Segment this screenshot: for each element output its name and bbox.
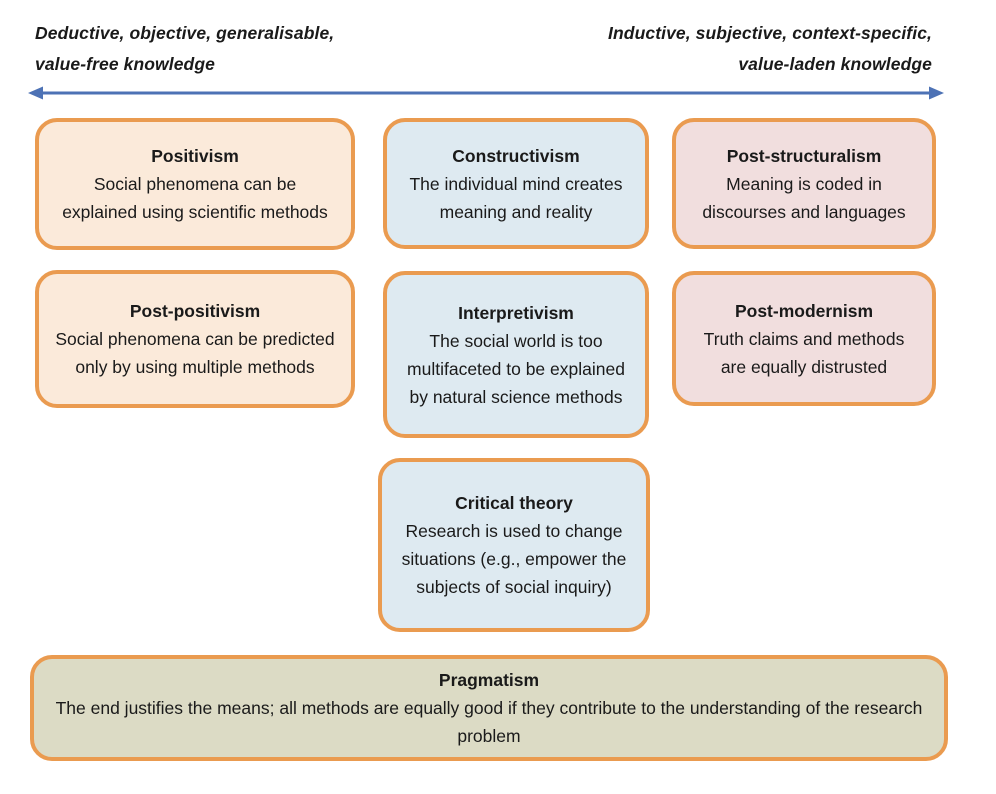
box-post-structuralism-title: Post-structuralism [726,145,882,166]
spectrum-arrowhead-left [28,86,43,100]
axis-label-deductive-line2: value-free knowledge [35,54,215,74]
box-post-positivism-title: Post-positivism [129,301,261,321]
box-interpretivism-title: Interpretivism [458,302,574,323]
box-pragmatism: Pragmatism The end justifies the means; … [30,655,948,761]
box-post-structuralism: Post-structuralism Meaning is coded in d… [672,118,936,249]
box-positivism-body: Social phenomena can be explained using … [62,174,328,222]
box-post-modernism-body: Truth claims and methods are equally dis… [703,328,905,377]
box-pragmatism-body: The end justifies the means; all methods… [55,698,923,746]
axis-label-inductive-line1: Inductive, subjective, context-specific, [608,23,932,43]
box-critical-theory-body: Research is used to change situations (e… [401,521,627,597]
axis-label-deductive: Deductive, objective, generalisable, val… [35,18,435,80]
box-positivism: Positivism Social phenomena can be expla… [35,118,355,250]
box-interpretivism: Interpretivism The social world is too m… [383,271,649,438]
axis-label-inductive-line2: value-laden knowledge [738,54,932,74]
box-post-positivism-body: Social phenomena can be predicted only b… [55,329,335,377]
box-constructivism-body: The individual mind creates meaning and … [409,173,623,222]
box-post-modernism-title: Post-modernism [734,300,874,321]
axis-label-inductive: Inductive, subjective, context-specific,… [492,18,932,80]
spectrum-double-arrow [28,86,944,100]
box-post-modernism: Post-modernism Truth claims and methods … [672,271,936,406]
box-positivism-title: Positivism [151,146,239,166]
box-constructivism: Constructivism The individual mind creat… [383,118,649,249]
axis-label-deductive-line1: Deductive, objective, generalisable, [35,23,335,43]
box-post-positivism: Post-positivism Social phenomena can be … [35,270,355,408]
box-constructivism-title: Constructivism [452,145,580,166]
box-critical-theory-title: Critical theory [455,493,573,513]
box-interpretivism-body: The social world is too multifaceted to … [407,330,625,407]
spectrum-arrowhead-right [929,86,944,100]
box-pragmatism-title: Pragmatism [438,670,540,690]
box-post-structuralism-body: Meaning is coded in discourses and langu… [702,173,906,222]
box-critical-theory: Critical theory Research is used to chan… [378,458,650,632]
